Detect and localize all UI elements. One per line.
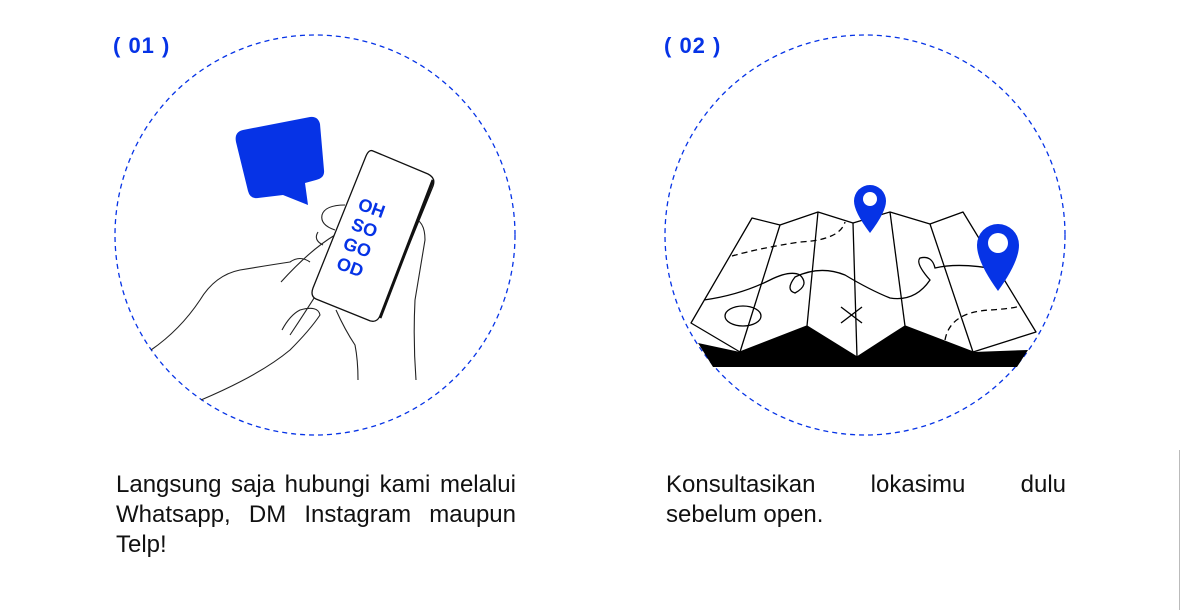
step-2-number: ( 02 ) bbox=[664, 33, 722, 58]
phone-icon: OH SO GO OD bbox=[311, 149, 435, 322]
step-1-number: ( 01 ) bbox=[113, 33, 171, 58]
location-pin-icon bbox=[854, 185, 886, 233]
location-pin-icon bbox=[977, 224, 1019, 291]
step-2-description: Konsultasikan lokasimu dulu sebelum open… bbox=[666, 471, 1066, 528]
step-1-description: Langsung saja hubungi kami melalui Whats… bbox=[116, 471, 516, 558]
chat-bubble-icon bbox=[235, 116, 325, 205]
folded-map-icon bbox=[690, 185, 1037, 367]
step-2-dashed-circle bbox=[664, 34, 1066, 436]
step-1-dashed-circle bbox=[114, 34, 516, 436]
